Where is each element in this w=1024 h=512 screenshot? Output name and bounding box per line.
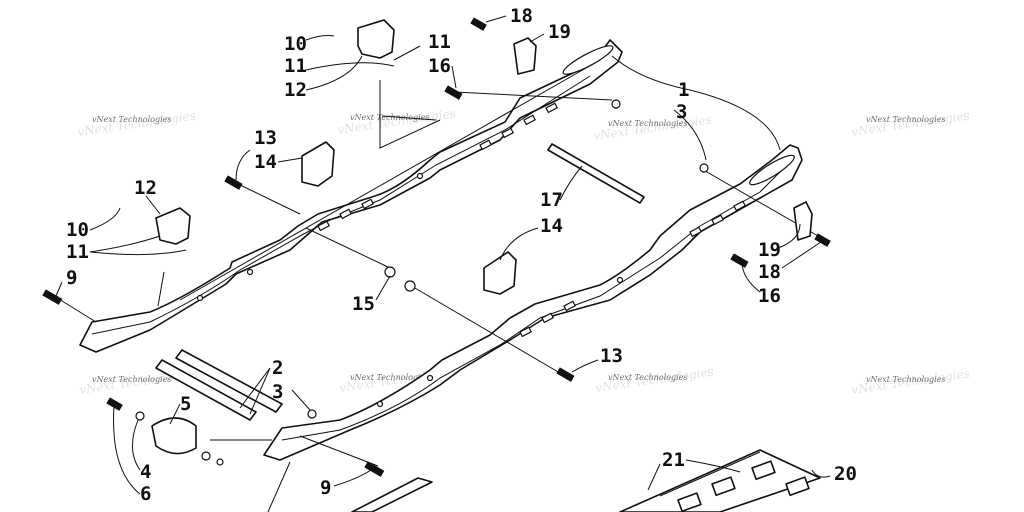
callout-11-lower: 11 (66, 241, 89, 263)
callout-11-upper-right: 11 (428, 31, 451, 53)
nut-3-lower (307, 409, 317, 419)
svg-text:vNext Technologies: vNext Technologies (350, 113, 429, 122)
callout-6: 6 (140, 483, 151, 505)
watermark: vNext Technologies vNext Technologies (336, 107, 456, 137)
watermark: vNext Technologies vNext Technologies (850, 367, 970, 397)
callout-14-upper: 14 (254, 151, 277, 173)
bracket-14-upper (301, 141, 335, 187)
callout-15: 15 (352, 293, 375, 315)
callout-3-upper: 3 (676, 101, 687, 123)
callout-18-lower: 18 (758, 261, 781, 283)
slide-and-track (351, 449, 821, 512)
svg-text:vNext Technologies: vNext Technologies (866, 375, 945, 384)
bolt-9-lower (364, 461, 385, 477)
callout-9-upper: 9 (66, 267, 77, 289)
bolt-18-lower (814, 233, 831, 247)
bolt-16-lower (730, 253, 749, 268)
leader-lines (55, 15, 831, 512)
spacer-2a (175, 349, 283, 413)
clip-block-12-lower (155, 207, 191, 245)
bolt-6 (106, 397, 123, 411)
callout-19-lower: 19 (758, 239, 781, 261)
bolt-16-upper (444, 85, 463, 100)
callout-labels: 1 2 3 3 4 5 6 9 9 10 10 11 11 11 12 12 1… (66, 5, 857, 505)
washer-4-a (135, 411, 145, 421)
callout-10-upper: 10 (284, 33, 307, 55)
washer-4-b (201, 451, 211, 461)
bolt-13-lower (556, 367, 575, 382)
bracket-19-upper (513, 37, 537, 75)
hardware (42, 17, 831, 477)
slide-rail-fragment (351, 477, 433, 512)
svg-text:vNext Technologies: vNext Technologies (866, 115, 945, 124)
callout-4: 4 (140, 461, 151, 483)
watermark: vNext Technologies vNext Technologies (592, 113, 712, 143)
nut-3-right (699, 163, 709, 173)
clip-block-12-upper (357, 19, 395, 59)
nut-15-a (384, 266, 396, 278)
svg-text:vNext Technologies: vNext Technologies (92, 375, 171, 384)
callout-17: 17 (540, 189, 563, 211)
callout-3-lower: 3 (272, 381, 283, 403)
rail-holes (196, 102, 746, 408)
callout-21: 21 (662, 449, 685, 471)
callout-18-upper: 18 (510, 5, 533, 27)
callout-13-upper: 13 (254, 127, 277, 149)
callout-16-upper: 16 (428, 55, 451, 77)
nut-3-upper (611, 99, 621, 109)
watermark: vNext Technologies vNext Technologies (850, 109, 970, 139)
bolt-18-upper (470, 17, 487, 31)
callout-14-lower: 14 (540, 215, 563, 237)
bolt-9-upper (42, 289, 63, 305)
watermark: vNext Technologies vNext Technologies (76, 109, 196, 139)
callout-2: 2 (272, 357, 283, 379)
callout-13-lower: 13 (600, 345, 623, 367)
callout-19-upper: 19 (548, 21, 571, 43)
spacer-2b (155, 359, 257, 421)
watermark-group: vNext Technologies vNext Technologies vN… (76, 107, 970, 397)
callout-9-lower: 9 (320, 477, 331, 499)
shaft-17 (547, 143, 645, 204)
cross-shafts (53, 59, 826, 467)
bracket-14-lower (483, 251, 517, 295)
svg-text:vNext Technologies: vNext Technologies (92, 115, 171, 124)
callout-20: 20 (834, 463, 857, 485)
callout-10-lower: 10 (66, 219, 89, 241)
bolt-13-upper (224, 175, 243, 190)
watermark: vNext Technologies vNext Technologies (594, 365, 714, 395)
callout-12-upper: 12 (284, 79, 307, 101)
bumper-5 (151, 417, 197, 455)
svg-text:vNext Technologies: vNext Technologies (608, 373, 687, 382)
rail-front (263, 144, 803, 461)
nut-6 (216, 458, 224, 466)
svg-text:vNext Technologies: vNext Technologies (350, 373, 429, 382)
svg-text:vNext Technologies: vNext Technologies (608, 119, 687, 128)
callout-12-lower: 12 (134, 177, 157, 199)
callout-5: 5 (180, 393, 191, 415)
nut-15-b (404, 280, 416, 292)
callout-16-lower: 16 (758, 285, 781, 307)
callout-11-upper-left: 11 (284, 55, 307, 77)
callout-1: 1 (678, 79, 689, 101)
